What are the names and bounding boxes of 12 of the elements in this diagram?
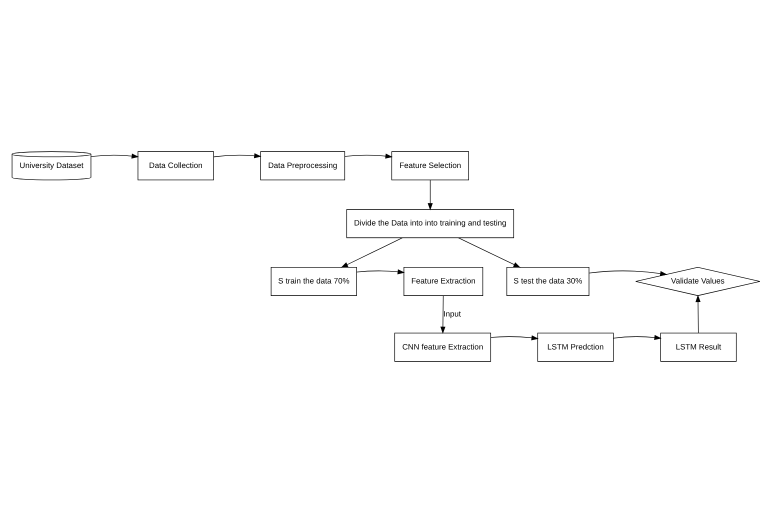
arrow bbox=[344, 153, 393, 158]
arrow bbox=[458, 237, 521, 268]
arrow bbox=[440, 294, 446, 334]
arrow bbox=[428, 179, 433, 210]
arrow bbox=[356, 268, 405, 274]
arrow bbox=[90, 153, 139, 158]
arrow bbox=[490, 334, 539, 340]
arrow bbox=[613, 334, 662, 340]
arrow bbox=[588, 270, 668, 276]
arrow bbox=[695, 294, 701, 333]
arrow bbox=[213, 152, 262, 158]
arrow bbox=[340, 237, 403, 268]
